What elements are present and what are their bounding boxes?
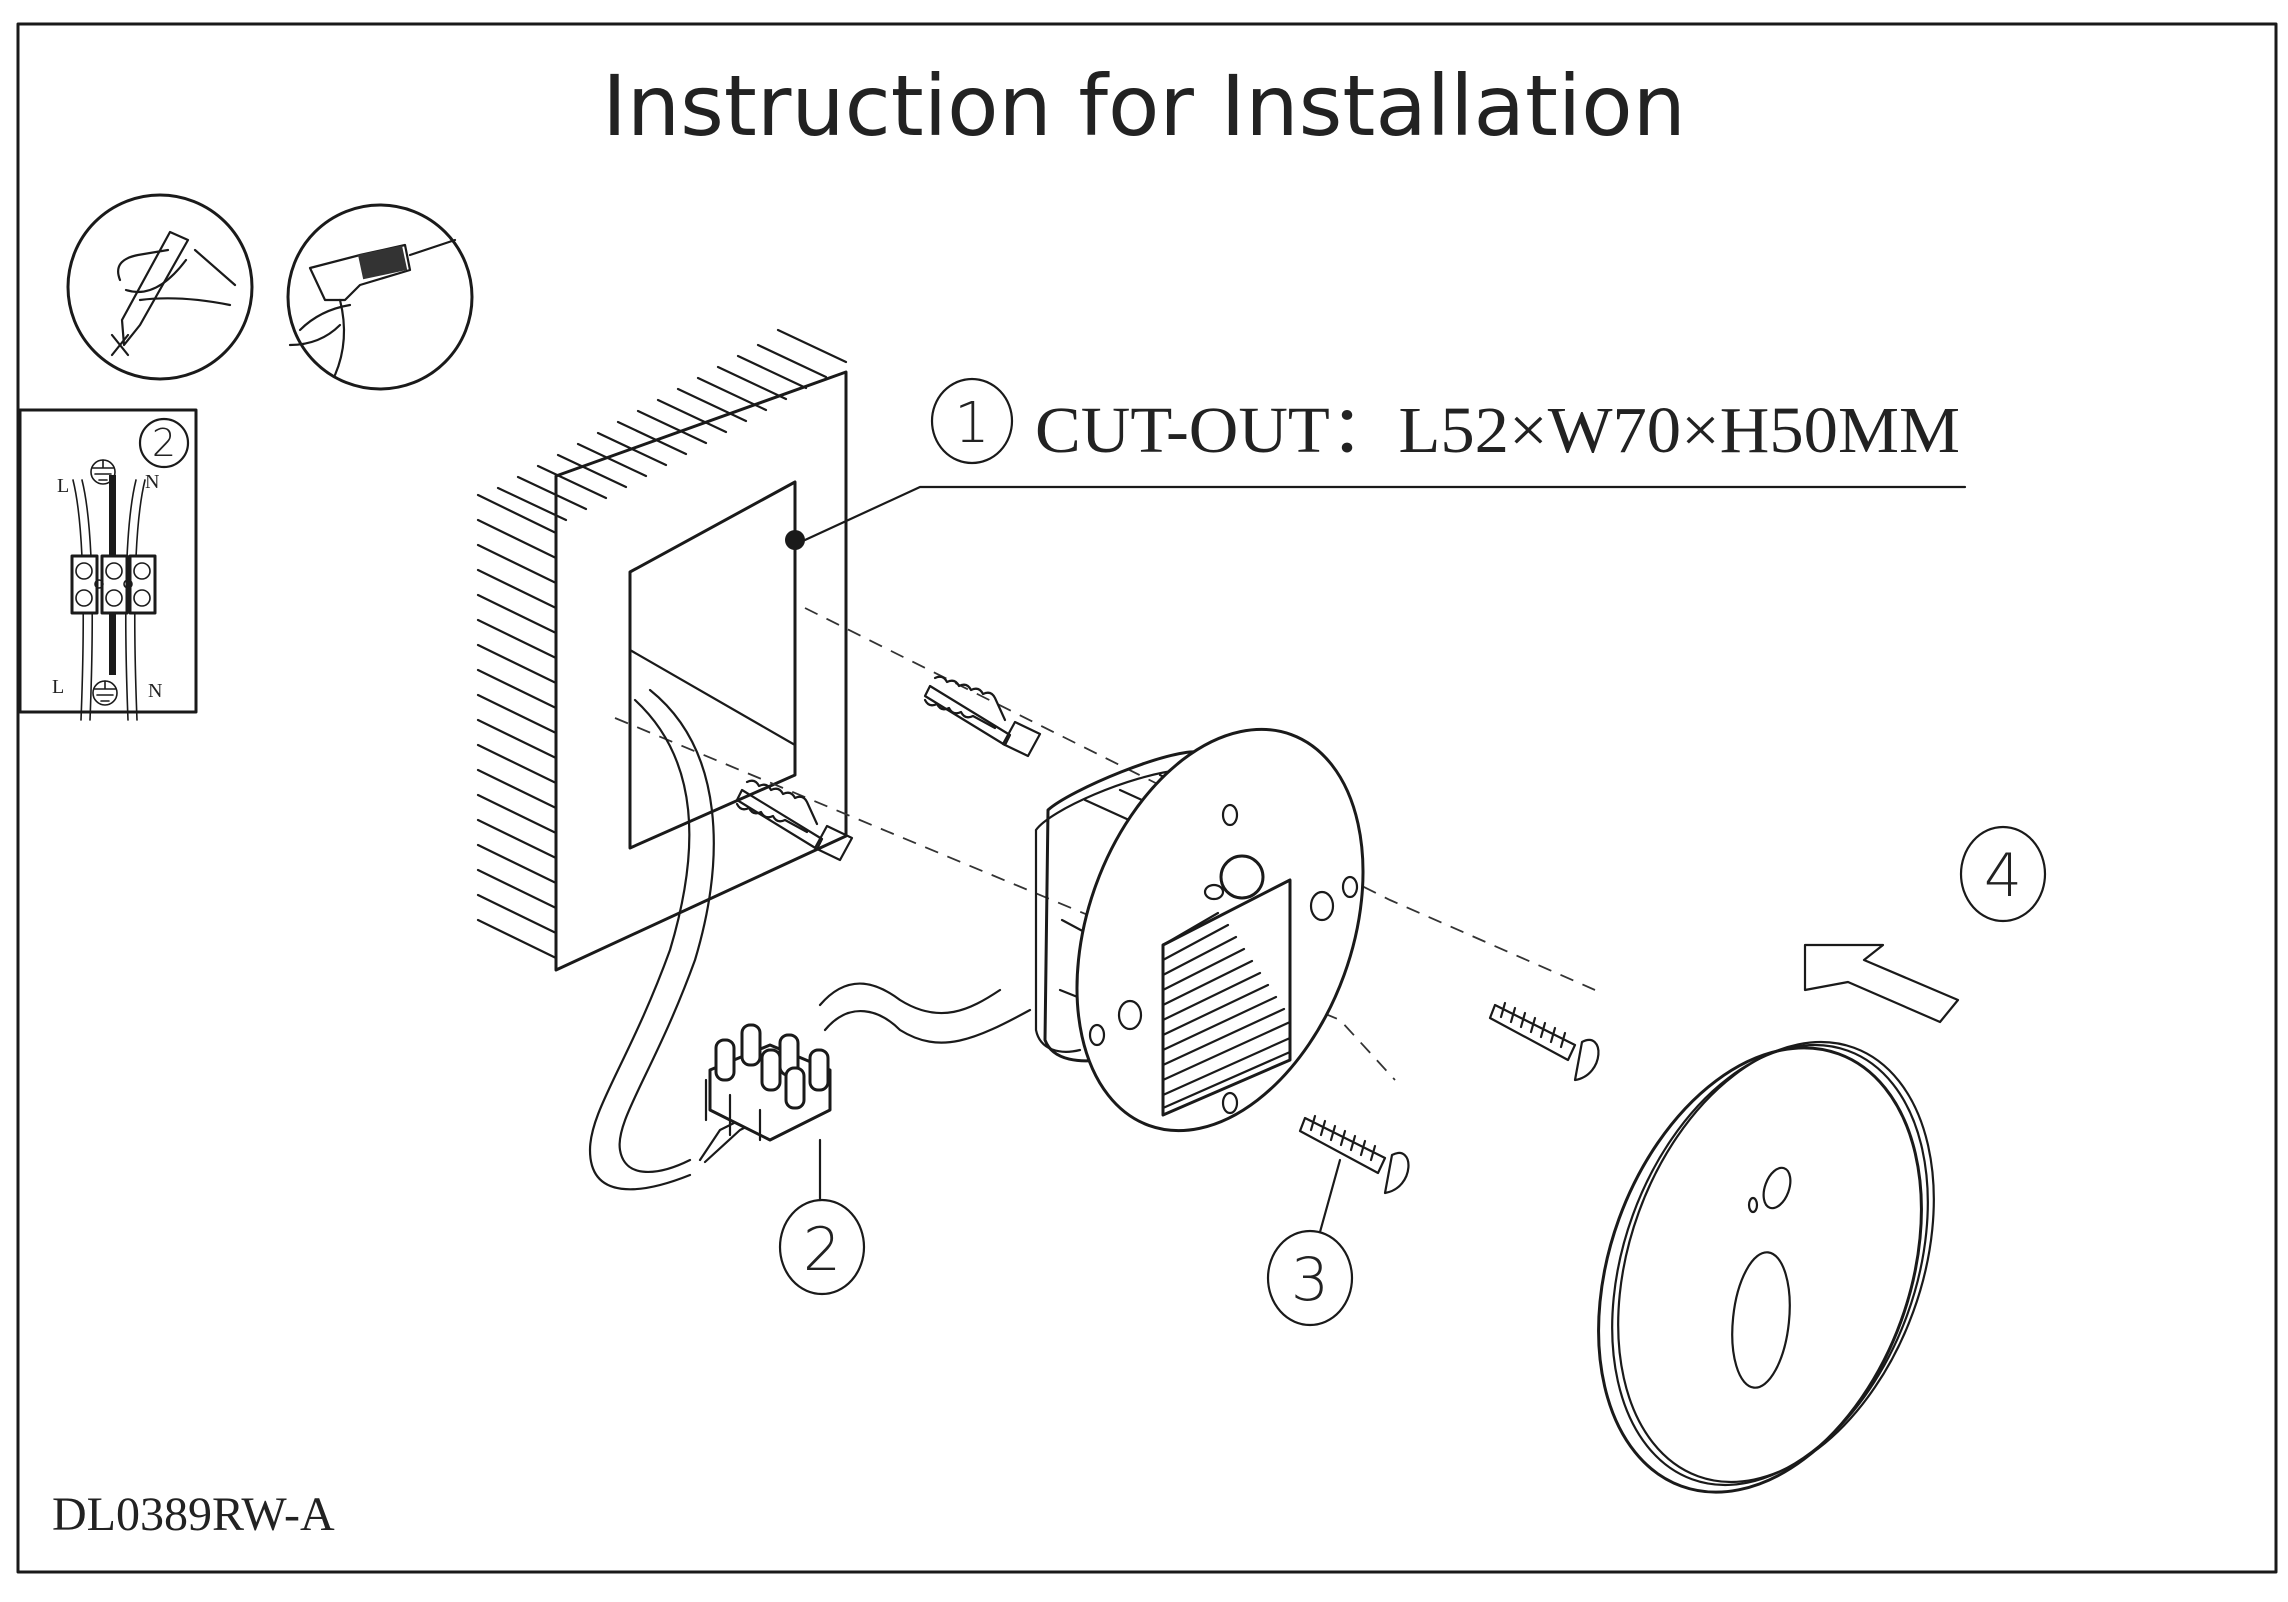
wall-hatching — [476, 328, 848, 960]
power-cable — [588, 688, 1032, 1191]
model-code: DL0389RW-A — [52, 1488, 335, 1541]
callout-3: 3 — [1266, 1229, 1354, 1327]
screw-lower — [1298, 1114, 1410, 1195]
wall-plug-lower — [735, 779, 854, 862]
step-light-housing — [1034, 727, 1365, 1133]
page-border — [16, 22, 2278, 1574]
louvre-grille — [1161, 911, 1292, 1110]
screw-hole-right — [1309, 890, 1335, 922]
live-label-top: L — [57, 475, 69, 497]
svg-text:2: 2 — [803, 1215, 841, 1285]
cover-window — [1731, 1251, 1791, 1389]
callout-1-leader — [803, 485, 1967, 542]
page-title: Instruction for Installation — [602, 57, 1686, 155]
power-drill-icon — [286, 203, 474, 391]
svg-text:3: 3 — [1291, 1245, 1329, 1315]
screw-hole-left — [1117, 999, 1143, 1031]
cover-plate — [1597, 1040, 1935, 1494]
callout-3-leader — [1318, 1158, 1342, 1234]
cutout-dimensions-label: CUT-OUT：L52×W70×H50MM — [1035, 394, 1960, 467]
neutral-label-bottom: N — [148, 680, 162, 702]
alignment-line-top — [804, 607, 1596, 991]
neutral-label-top: N — [145, 471, 159, 493]
terminal-block — [698, 1023, 832, 1164]
live-label-bottom: L — [52, 676, 64, 698]
wall-plug-upper — [923, 675, 1042, 758]
pencil-marking-icon — [66, 193, 254, 381]
svg-text:1: 1 — [954, 391, 990, 456]
callout-1: 1 CUT-OUT：L52×W70×H50MM — [930, 377, 1960, 467]
callout-4: 4 — [1959, 825, 2047, 923]
wiring-diagram-inset: 2 L N L N — [18, 408, 198, 721]
svg-text:4: 4 — [1984, 841, 2022, 911]
earth-ground-icon-bottom — [92, 680, 118, 706]
cutout-marker-dot — [785, 530, 805, 550]
direction-arrow-icon — [1803, 943, 1960, 1024]
inset-callout-2: 2 — [152, 421, 176, 465]
callout-2: 2 — [778, 1198, 866, 1296]
screw-upper — [1488, 1001, 1600, 1082]
earth-ground-icon-top — [90, 459, 116, 485]
terminal-block-inset — [70, 554, 157, 615]
